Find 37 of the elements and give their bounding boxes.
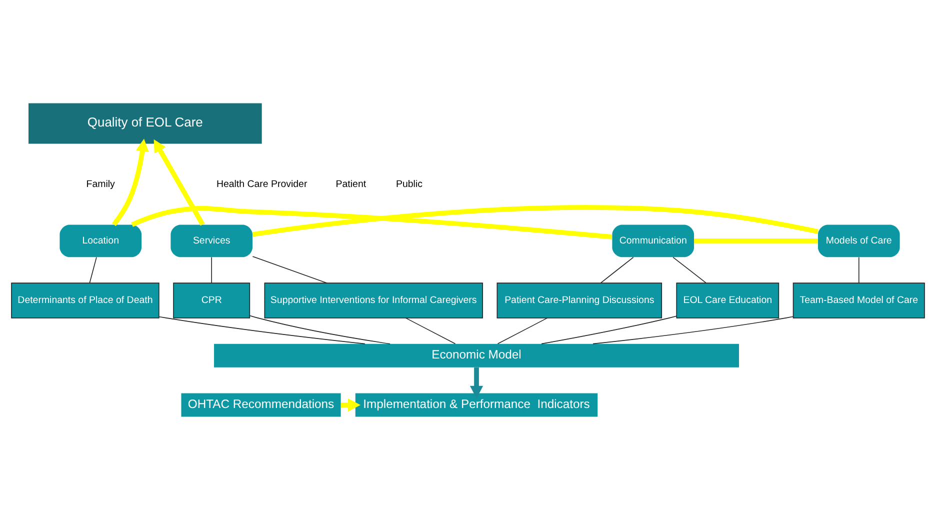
label: Patient: [336, 178, 366, 190]
label: Health Care Provider: [216, 178, 308, 190]
connector: [858, 256, 860, 284]
node-box: Models of Care: [818, 224, 900, 258]
node-box: Patient Care-Planning Discussions: [496, 282, 662, 318]
arrow: [112, 138, 149, 226]
node-box: Economic Model: [214, 344, 739, 368]
arrow: [154, 139, 205, 226]
connector: [694, 238, 818, 244]
node-box: EOL Care Education: [676, 282, 780, 318]
connector: [672, 256, 706, 284]
connector: [249, 315, 390, 344]
connector: [252, 256, 328, 284]
label: Family: [86, 178, 115, 190]
connector: [592, 316, 794, 344]
node-box: Determinants of Place of Death: [11, 282, 160, 318]
node-box: Team-Based Model of Care: [792, 282, 925, 318]
connector: [211, 256, 212, 284]
node-box: OHTAC Recommendations: [181, 393, 341, 417]
node-box: Location: [60, 224, 142, 258]
node-box: Implementation & Performance Indicators: [355, 393, 598, 417]
node-box: Supportive Interventions for Informal Caregivers: [264, 282, 483, 318]
connector: [89, 256, 97, 284]
connector: [252, 205, 818, 237]
connector: [600, 256, 634, 284]
label: Public: [396, 178, 423, 190]
connector: [131, 206, 612, 240]
node-box: Quality of EOL Care: [28, 103, 262, 144]
node-box: CPR: [173, 282, 250, 318]
node-box: Services: [170, 224, 252, 258]
node-box: Communication: [612, 224, 694, 258]
connector: [158, 316, 366, 344]
connector: [497, 318, 548, 344]
connector: [541, 316, 677, 344]
arrow: [340, 398, 360, 412]
connector: [405, 318, 456, 344]
arrow: [470, 368, 484, 398]
